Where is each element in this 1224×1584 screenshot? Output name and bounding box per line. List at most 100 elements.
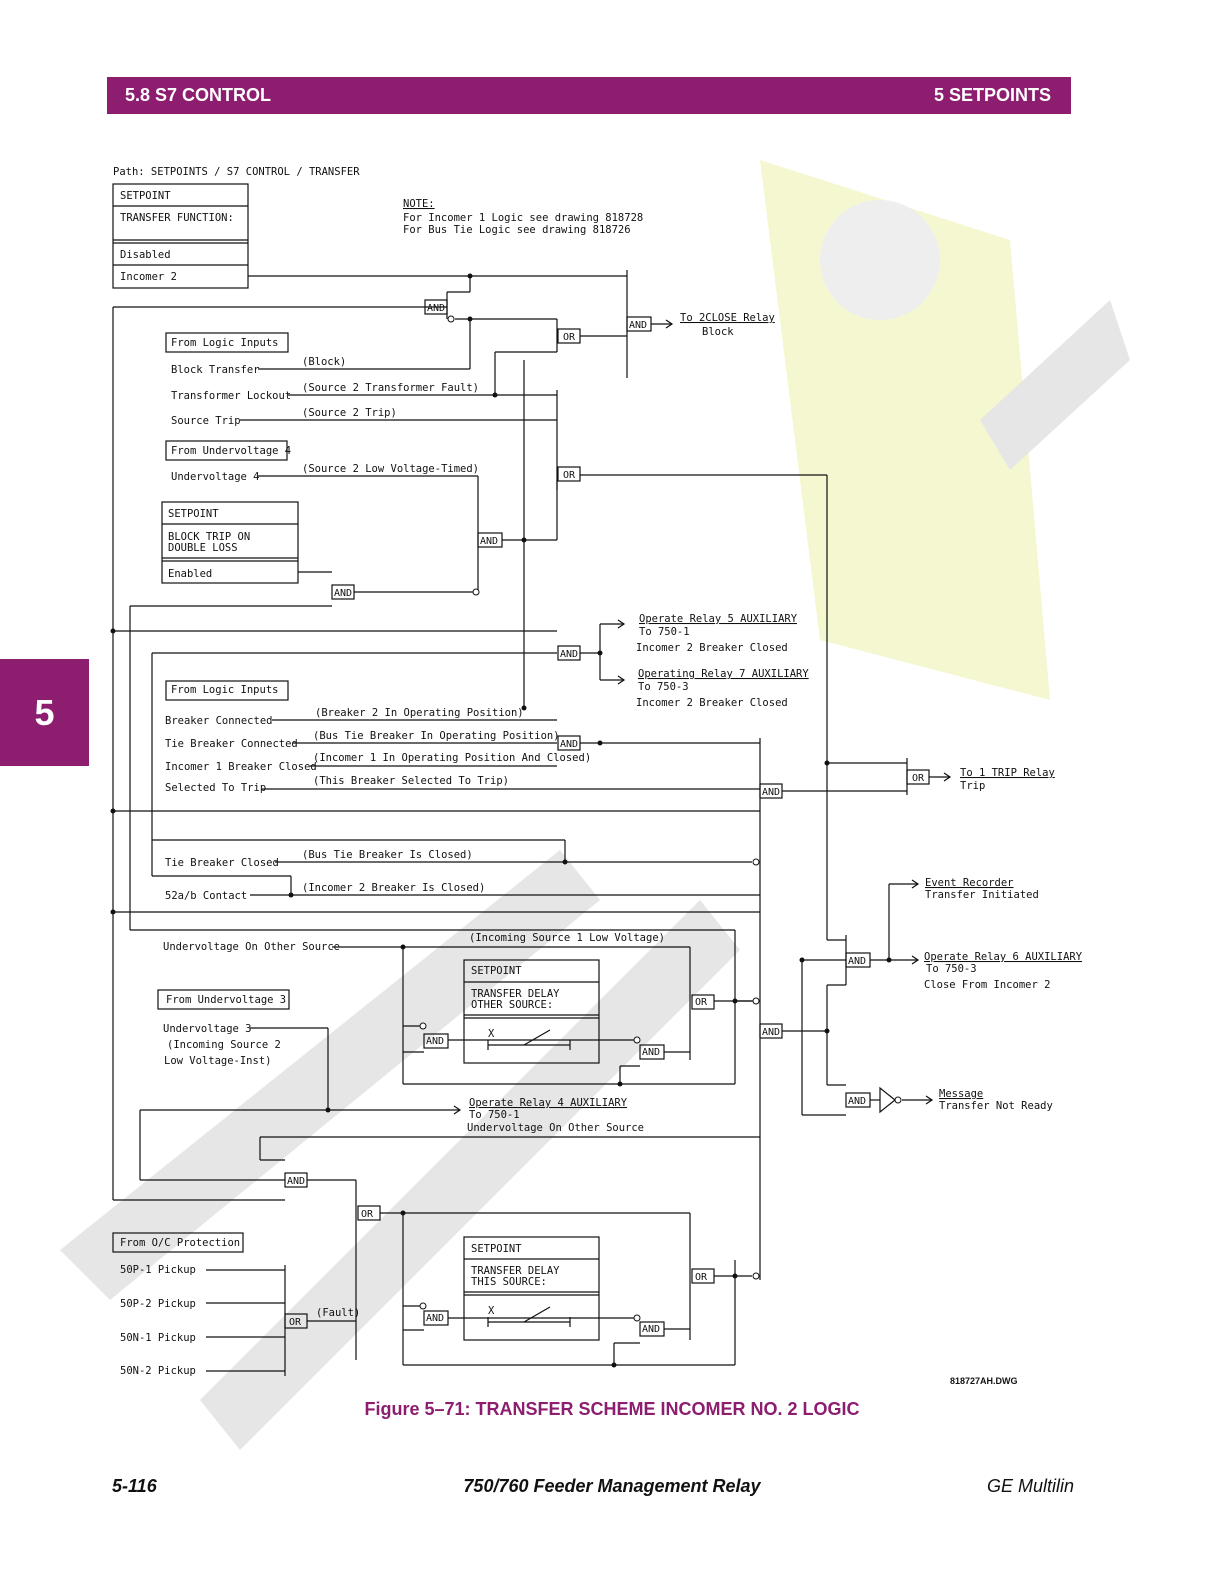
signal-this-brk-selected: (This Breaker Selected To Trip) xyxy=(313,775,509,787)
relay7-line-1: Operating Relay 7 AUXILIARY xyxy=(638,668,809,680)
sp2-name-2: DOUBLE LOSS xyxy=(168,542,238,554)
gate-and-14: AND xyxy=(426,1313,444,1324)
sp3-name-1: TRANSFER DELAY xyxy=(471,988,560,1000)
gate-and-2: AND xyxy=(629,320,647,331)
message-1: Message xyxy=(939,1088,983,1100)
input-incomer1-breaker-closed: Incomer 1 Breaker Closed xyxy=(165,761,317,773)
input-50n2-pickup: 50N-2 Pickup xyxy=(120,1365,196,1377)
event-recorder-2: Transfer Initiated xyxy=(925,889,1039,901)
relay4-line-1: Operate Relay 4 AUXILIARY xyxy=(469,1097,628,1109)
sp4-title: SETPOINT xyxy=(471,1243,522,1255)
relay5-line-2: To 750-1 xyxy=(639,626,690,638)
relay5-line-1: Operate Relay 5 AUXILIARY xyxy=(639,613,798,625)
note-line-2: For Bus Tie Logic see drawing 818726 xyxy=(403,224,631,236)
output-trip-2: Trip xyxy=(960,780,985,792)
signal-bus-tie-op-pos: (Bus Tie Breaker In Operating Position) xyxy=(313,730,560,742)
gate-and-8: AND xyxy=(848,956,866,967)
from-logic-inputs-1: From Logic Inputs xyxy=(171,337,278,349)
gate-or-6: OR xyxy=(695,1272,708,1283)
gate-or-3: OR xyxy=(912,773,925,784)
sp3-name-2: OTHER SOURCE: xyxy=(471,999,553,1011)
figure-caption: Figure 5–71: TRANSFER SCHEME INCOMER NO.… xyxy=(364,1399,860,1419)
input-undervoltage-4: Undervoltage 4 xyxy=(171,471,260,483)
gate-and-1: AND xyxy=(427,303,445,314)
sp3-x-label: X xyxy=(488,1028,495,1040)
relay6-line-1: Operate Relay 6 AUXILIARY xyxy=(924,951,1083,963)
signal-inc-src1-lv: (Incoming Source 1 Low Voltage) xyxy=(469,932,665,944)
sp1-option-incomer2: Incomer 2 xyxy=(120,271,177,283)
gate-and-3: AND xyxy=(480,536,498,547)
document-title: 750/760 Feeder Management Relay xyxy=(463,1476,761,1496)
gate-or-7: OR xyxy=(289,1317,302,1328)
gate-and-15: AND xyxy=(642,1324,660,1335)
input-transformer-lockout: Transformer Lockout xyxy=(171,390,291,402)
input-50p2-pickup: 50P-2 Pickup xyxy=(120,1298,196,1310)
input-source-trip: Source Trip xyxy=(171,415,241,427)
logic-diagram: Path: SETPOINTS / S7 CONTROL / TRANSFER … xyxy=(110,166,1083,1386)
signal-src2-tx-fault: (Source 2 Transformer Fault) xyxy=(302,382,479,394)
relay6-line-2: To 750-3 xyxy=(926,963,977,975)
relay4-line-2: To 750-1 xyxy=(469,1109,520,1121)
signal-brk2-op-pos: (Breaker 2 In Operating Position) xyxy=(315,707,524,719)
gate-and-6: AND xyxy=(560,739,578,750)
input-tie-breaker-closed: Tie Breaker Closed xyxy=(165,857,279,869)
diagram-inverters xyxy=(419,315,902,1322)
sp2-option-enabled: Enabled xyxy=(168,568,212,580)
message-2: Transfer Not Ready xyxy=(939,1100,1053,1112)
input-breaker-connected: Breaker Connected xyxy=(165,715,272,727)
relay4-line-3: Undervoltage On Other Source xyxy=(467,1122,644,1134)
input-50n1-pickup: 50N-1 Pickup xyxy=(120,1332,196,1344)
signal-bus-tie-closed: (Bus Tie Breaker Is Closed) xyxy=(302,849,473,861)
section-header: 5.8 S7 CONTROL 5 SETPOINTS xyxy=(107,77,1071,114)
output-trip-1: To 1 TRIP Relay xyxy=(960,767,1055,779)
chapter-tab: 5 xyxy=(0,659,89,766)
input-uv-other-source: Undervoltage On Other Source xyxy=(163,941,340,953)
diagram-wires xyxy=(112,183,952,1376)
gate-and-7: AND xyxy=(762,787,780,798)
input-selected-to-trip: Selected To Trip xyxy=(165,782,266,794)
input-52ab-contact: 52a/b Contact xyxy=(165,890,247,902)
drawing-number: 818727AH.DWG xyxy=(950,1376,1018,1386)
sp4-name-1: TRANSFER DELAY xyxy=(471,1265,560,1277)
signal-inc-src2-1: (Incoming Source 2 xyxy=(167,1039,281,1051)
setpoint-path: Path: SETPOINTS / S7 CONTROL / TRANSFER xyxy=(113,166,360,178)
sp4-x-label: X xyxy=(488,1305,495,1317)
relay7-line-2: To 750-3 xyxy=(638,681,689,693)
gate-and-10: AND xyxy=(426,1036,444,1047)
publisher: GE Multilin xyxy=(986,1476,1074,1496)
relay7-line-3: Incomer 2 Breaker Closed xyxy=(636,697,788,709)
input-undervoltage-3: Undervoltage 3 xyxy=(163,1023,252,1035)
gate-or-4: OR xyxy=(695,997,708,1008)
note-title: NOTE: xyxy=(403,198,435,210)
gate-and-9: AND xyxy=(762,1027,780,1038)
signal-inc2-closed: (Incomer 2 Breaker Is Closed) xyxy=(302,882,485,894)
sp2-name-1: BLOCK TRIP ON xyxy=(168,531,250,543)
signal-inc-src2-2: Low Voltage-Inst) xyxy=(164,1055,271,1067)
chapter-title: 5 SETPOINTS xyxy=(933,85,1051,105)
gate-or-2: OR xyxy=(563,470,576,481)
output-2close-2: Block xyxy=(702,326,734,338)
from-logic-inputs-2: From Logic Inputs xyxy=(171,684,278,696)
from-oc-protection: From O/C Protection xyxy=(120,1237,240,1249)
signal-inc1-op-pos-closed: (Incomer 1 In Operating Position And Clo… xyxy=(313,752,591,764)
gate-or-5: OR xyxy=(361,1209,374,1220)
gate-and-5: AND xyxy=(560,649,578,660)
relay6-line-3: Close From Incomer 2 xyxy=(924,979,1050,991)
gate-and-11: AND xyxy=(642,1047,660,1058)
input-tie-breaker-connected: Tie Breaker Connected xyxy=(165,738,298,750)
signal-src2-lv-timed: (Source 2 Low Voltage-Timed) xyxy=(302,463,479,475)
gate-and-13: AND xyxy=(287,1176,305,1187)
gate-and-12: AND xyxy=(848,1096,866,1107)
sp3-title: SETPOINT xyxy=(471,965,522,977)
section-title: 5.8 S7 CONTROL xyxy=(125,85,272,105)
signal-src2-trip: (Source 2 Trip) xyxy=(302,407,397,419)
diagram-junctions xyxy=(110,273,892,1368)
note-line-1: For Incomer 1 Logic see drawing 818728 xyxy=(403,212,643,224)
gate-or-1: OR xyxy=(563,332,576,343)
sp1-title: SETPOINT xyxy=(120,190,171,202)
input-block-transfer: Block Transfer xyxy=(171,364,260,376)
sp1-name: TRANSFER FUNCTION: xyxy=(120,212,234,224)
input-50p1-pickup: 50P-1 Pickup xyxy=(120,1264,196,1276)
page-number: 5-116 xyxy=(112,1476,157,1496)
sp2-title: SETPOINT xyxy=(168,508,219,520)
